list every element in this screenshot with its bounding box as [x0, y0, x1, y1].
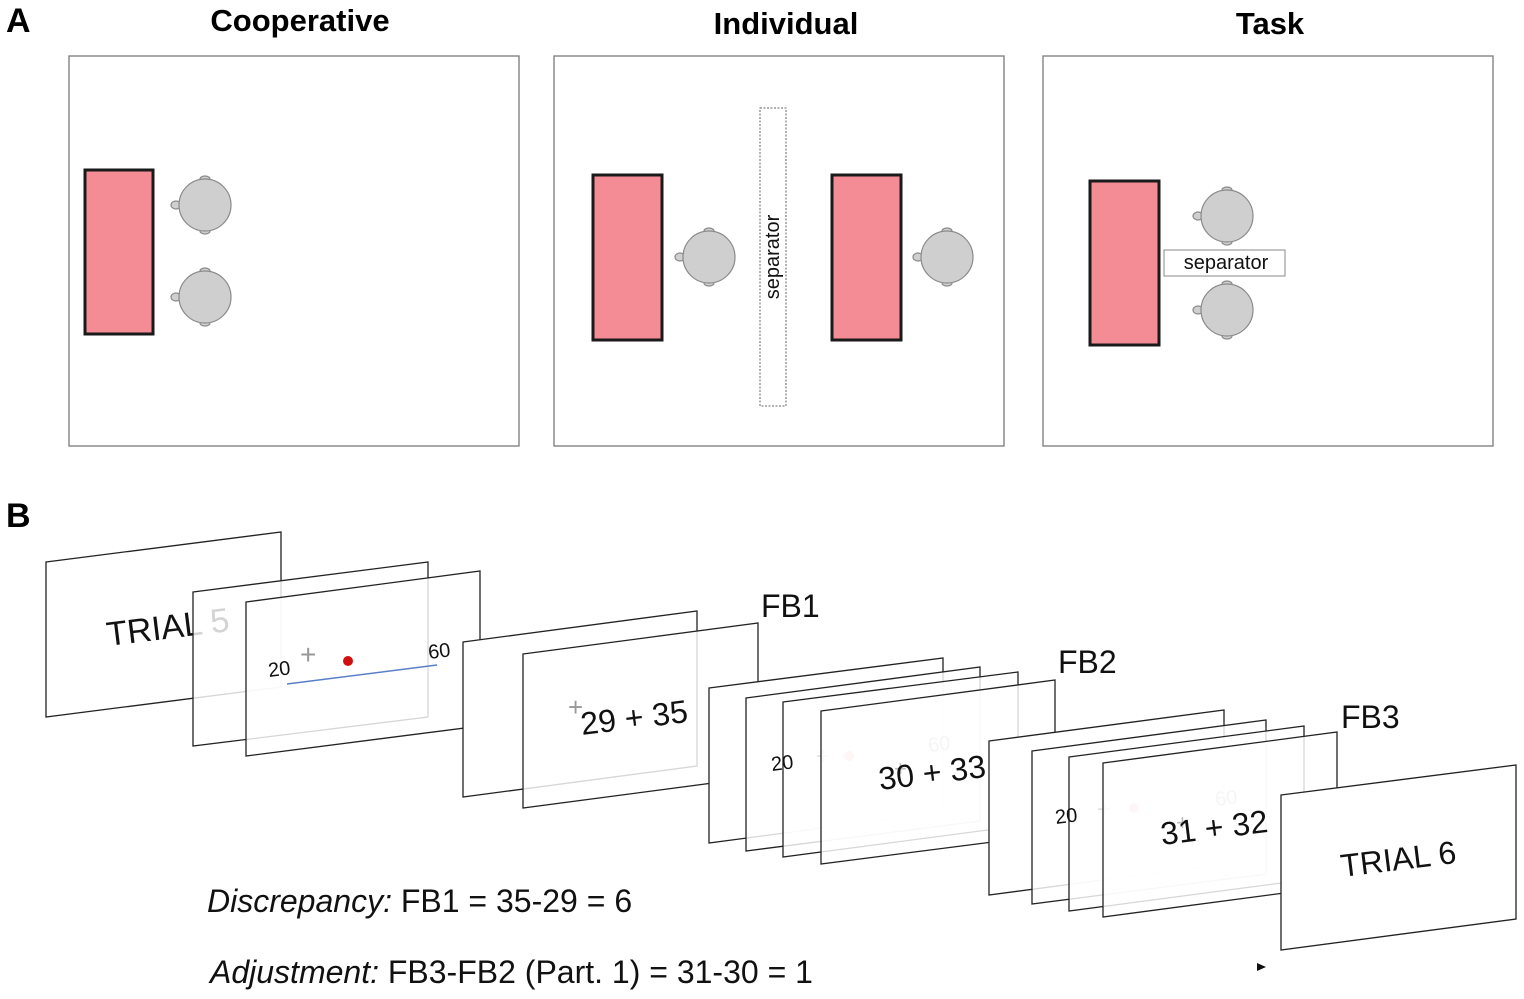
individual-room: separator: [553, 55, 1005, 447]
separator-label: separator: [762, 214, 784, 299]
desk-right: [830, 173, 903, 342]
separator-label: separator: [1184, 252, 1269, 274]
task-title: Task: [1236, 6, 1305, 41]
desk: [83, 168, 155, 336]
screen-trial-end: TRIAL 6: [1280, 764, 1517, 951]
separator-wall: [759, 107, 787, 407]
adjustment-label: Adjustment:: [208, 954, 379, 990]
separator-panel: [1163, 249, 1286, 277]
scale-min-label: 20: [267, 657, 292, 682]
screen-fb3: + 31 + 32: [1102, 731, 1338, 918]
discrepancy-label: Discrepancy:: [207, 883, 392, 919]
fb2-label: FB2: [1058, 644, 1117, 680]
panel-b-letter: B: [6, 497, 31, 535]
participant-head-2: [912, 227, 974, 287]
fixation-cross: +: [300, 639, 316, 670]
fixation-cross: +: [1176, 810, 1189, 835]
desk: [1088, 179, 1161, 347]
fixation-cross: +: [568, 692, 583, 722]
participant-head-1: [170, 175, 232, 235]
individual-title: Individual: [714, 6, 859, 41]
discrepancy-formula: FB1 = 35-29 = 6: [392, 883, 632, 919]
fb1-label: FB1: [761, 588, 820, 624]
cooperative-room: [68, 55, 520, 447]
participant-head-2: [170, 267, 232, 327]
desk-left: [591, 173, 664, 342]
screen-rating-scale: 20 60 +: [245, 570, 481, 757]
adjustment-formula: FB3-FB2 (Part. 1) = 31-30 = 1: [379, 954, 813, 990]
participant-head-1: [674, 227, 736, 287]
scale-min-label: 20: [1054, 804, 1079, 829]
rating-scale-line: [286, 664, 438, 685]
cooperative-title: Cooperative: [210, 3, 389, 38]
participant-head-2: [1192, 280, 1254, 340]
fb3-label: FB3: [1341, 699, 1400, 735]
discrepancy-caption: Discrepancy: FB1 = 35-29 = 6: [207, 883, 632, 919]
screen-fb1: + 29 + 35: [522, 622, 759, 809]
scale-max-label: 60: [427, 639, 452, 664]
rating-marker: [343, 656, 353, 666]
scale-min-label: 20: [770, 751, 795, 776]
participant-head-1: [1192, 186, 1254, 246]
fixation-cross: +: [894, 756, 907, 781]
task-room: separator: [1042, 55, 1494, 447]
panel-a-letter: A: [6, 2, 31, 40]
timeline-arrowhead-icon: [1257, 963, 1266, 971]
adjustment-caption: Adjustment: FB3-FB2 (Part. 1) = 31-30 = …: [208, 954, 813, 990]
